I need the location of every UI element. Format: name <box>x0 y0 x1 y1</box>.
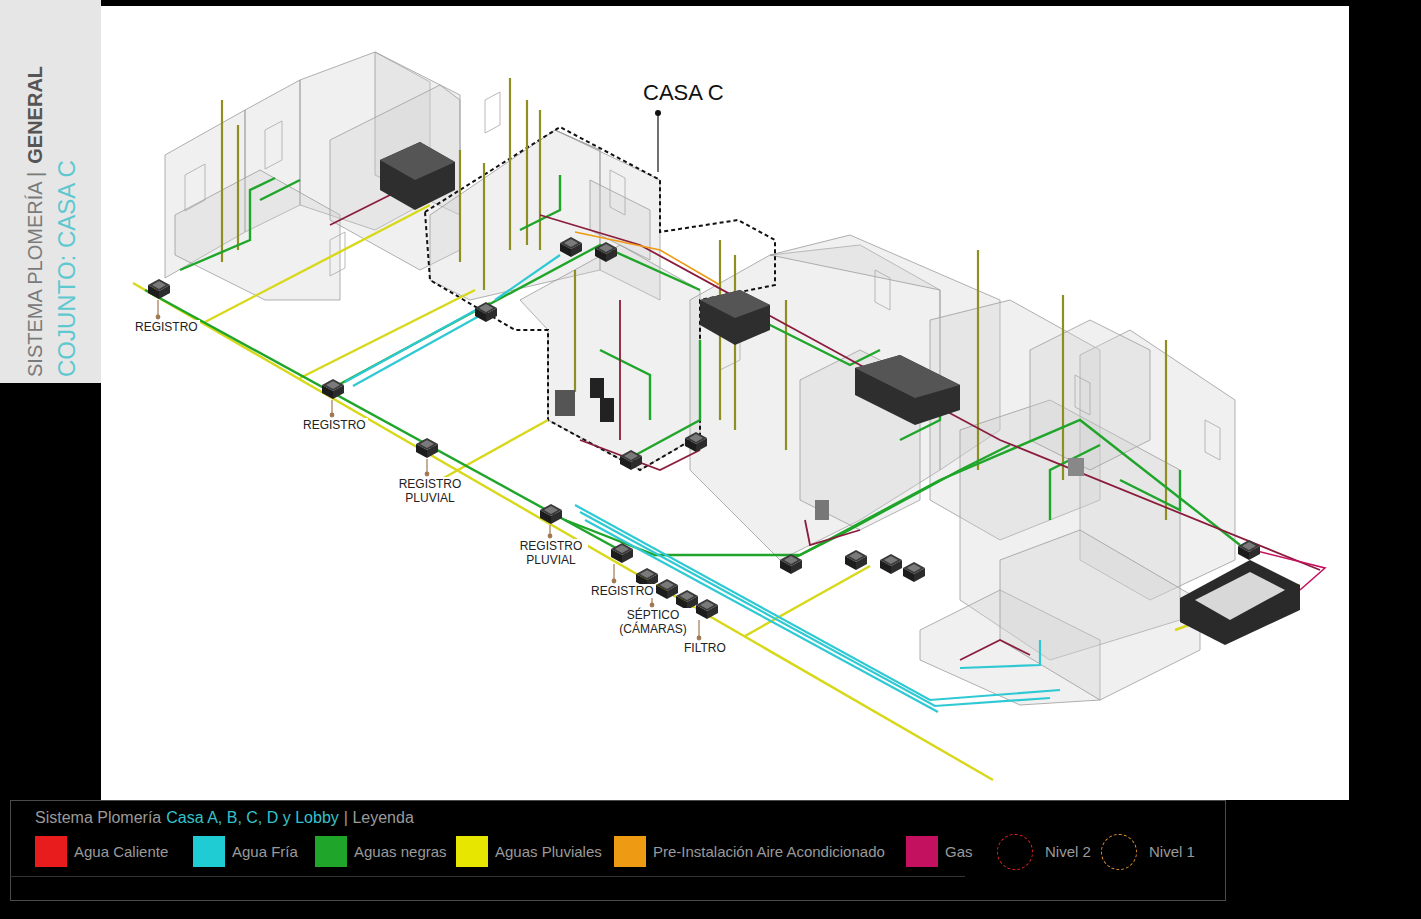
side-panel <box>0 0 101 383</box>
pluvial-pipes <box>133 205 1300 780</box>
register-label: REGISTRO PLUVIAL <box>393 477 467 505</box>
side-title: SISTEMA PLOMERÍA | GENERAL <box>22 66 48 377</box>
windows <box>185 92 1220 460</box>
side-title-text: SISTEMA PLOMERÍA | <box>22 172 48 377</box>
hot-water-pipes <box>330 190 1320 660</box>
registers <box>148 237 1260 619</box>
legend-text: Aguas Pluviales <box>495 843 602 861</box>
legend-swatch <box>193 836 225 867</box>
legend-level-ring <box>1101 834 1137 870</box>
side-subtitle-text: COJUNTO: CASA C <box>52 160 82 377</box>
legend-text: Aguas negras <box>354 843 447 861</box>
sewer-pipes <box>145 175 1240 560</box>
legend-heading: Sistema Plomería Casa A, B, C, D y Lobby |… <box>35 808 414 827</box>
side-subtitle: COJUNTO: CASA C <box>52 160 82 377</box>
leader-dot <box>655 110 661 116</box>
legend-text: Pre-Instalación Aire Acondicionado <box>653 843 885 861</box>
leader-line <box>657 113 658 172</box>
cold-water-pipes <box>345 255 1060 712</box>
register-label: REGISTRO PLUVIAL <box>514 539 588 567</box>
tanks <box>380 142 1300 645</box>
register-label: FILTRO <box>682 641 728 655</box>
register-label: REGISTRO <box>301 418 368 432</box>
side-title-bold: GENERAL <box>22 66 48 164</box>
legend-text: Gas <box>945 843 973 861</box>
register-label: SÉPTICO (CÁMARAS) <box>611 608 695 636</box>
legend-swatch <box>315 836 347 867</box>
vent-pipes <box>222 78 1166 520</box>
building-volumes <box>165 52 1235 705</box>
legend-level-ring <box>997 834 1033 870</box>
legend-swatch <box>906 836 938 867</box>
legend-heading-text: | Leyenda <box>344 808 414 827</box>
legend-swatch <box>614 836 646 867</box>
legend-swatch <box>456 836 488 867</box>
leader-lines <box>156 300 701 640</box>
register-label: REGISTRO <box>589 584 656 598</box>
legend-rule <box>10 876 965 877</box>
legend-swatch <box>35 836 67 867</box>
casa-c-outline <box>425 127 775 470</box>
register-label: REGISTRO <box>133 320 200 334</box>
ac-pipes <box>575 232 1290 625</box>
legend-text: Agua Caliente <box>74 843 168 861</box>
house-label: CASA C <box>641 80 726 106</box>
legend-text: Nivel 2 <box>1045 843 1091 861</box>
legend-heading-text: Casa A, B, C, D y Lobby <box>166 808 339 827</box>
legend-text: Nivel 1 <box>1149 843 1195 861</box>
legend-text: Agua Fría <box>232 843 298 861</box>
legend-heading-text: Sistema Plomería <box>35 808 161 827</box>
